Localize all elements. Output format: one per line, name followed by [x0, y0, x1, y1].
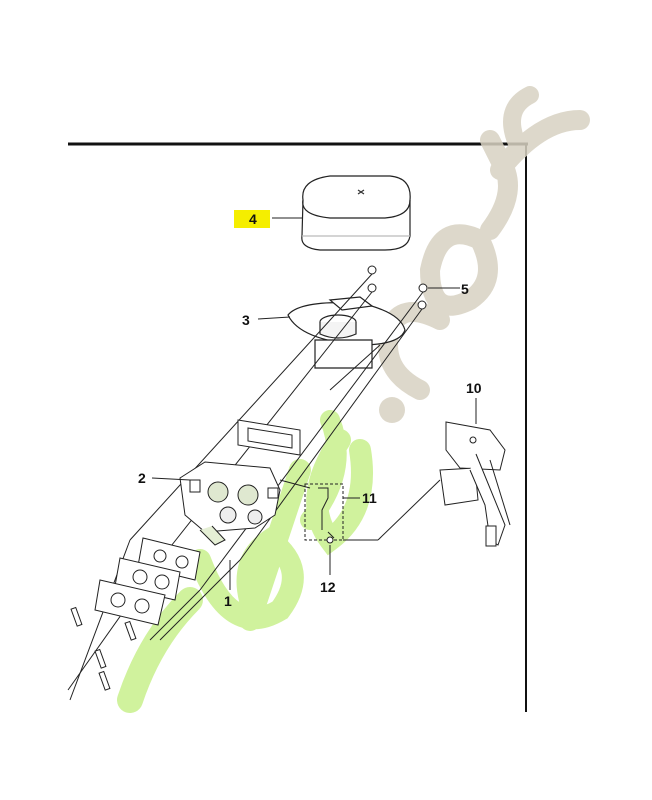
intake-gasket-parts — [94, 537, 201, 626]
nut-parts — [367, 265, 428, 310]
diagram-frame — [68, 142, 528, 712]
callout-3: 3 — [242, 312, 250, 328]
callout-4-highlight — [234, 210, 270, 228]
callout-5: 5 — [461, 281, 469, 297]
carburetor-part — [179, 461, 281, 546]
callouts: 1 2 3 4 5 10 11 12 — [138, 211, 482, 609]
callout-4: 4 — [249, 211, 257, 227]
callout-2: 2 — [138, 470, 146, 486]
callout-leaders — [151, 217, 477, 590]
choke-bracket-group — [279, 479, 441, 544]
stud-parts — [70, 606, 137, 691]
spacer-gasket-part — [237, 419, 301, 456]
callout-11: 11 — [362, 490, 377, 506]
callout-1: 1 — [224, 593, 232, 609]
control-bracket-part — [439, 421, 511, 547]
air-filter-part — [301, 175, 411, 251]
callout-12: 12 — [320, 579, 336, 595]
callout-10: 10 — [466, 380, 482, 396]
